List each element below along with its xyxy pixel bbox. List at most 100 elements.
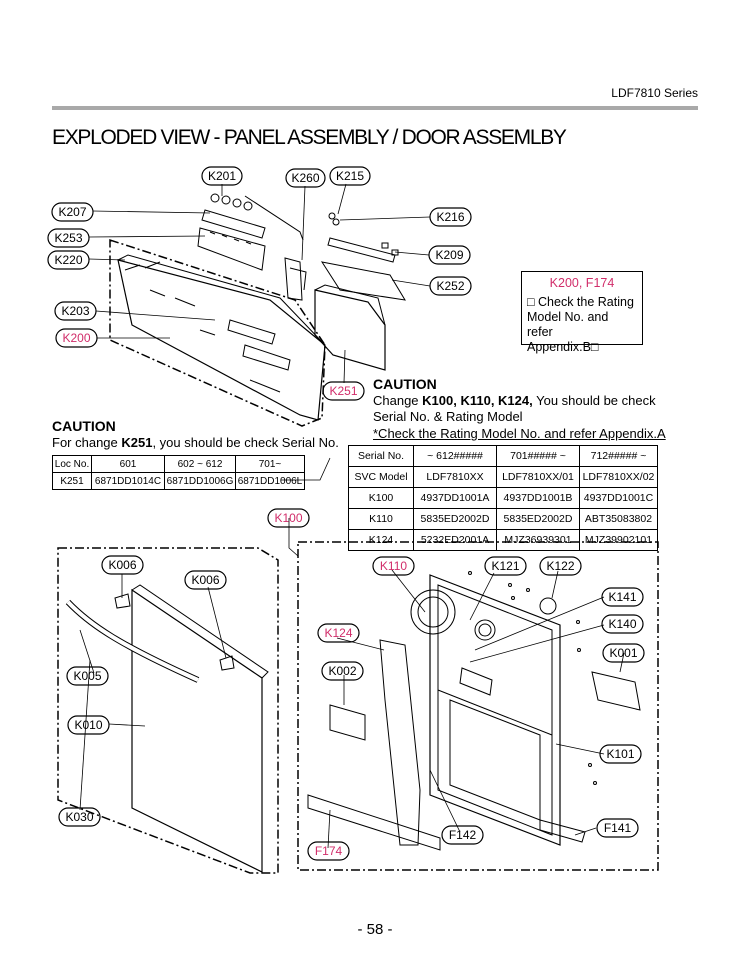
callout-K220: K220 xyxy=(54,253,82,267)
callout-K209: K209 xyxy=(435,248,463,262)
pcb-cover-part xyxy=(314,284,386,371)
callout-K203: K203 xyxy=(61,304,89,318)
callout-K001: K001 xyxy=(609,646,637,660)
callout-K100: K100 xyxy=(274,511,302,525)
button-cluster-part xyxy=(210,193,304,241)
callout-K140: K140 xyxy=(608,617,636,631)
screws xyxy=(468,571,597,785)
caution-right-heading: CAUTION xyxy=(373,376,437,392)
gasket-strip-part xyxy=(379,639,421,846)
callout-K002: K002 xyxy=(328,664,356,678)
table-row: K124 5232ED2001A MJZ36939301 MJZ39902101 xyxy=(348,529,658,551)
callout-K200: K200 xyxy=(62,331,90,345)
table-cell: 5232ED2001A xyxy=(413,529,497,551)
table-cell: SVC Model xyxy=(348,466,414,488)
table-cell: K100 xyxy=(348,487,414,509)
callout-K006-right: K006 xyxy=(191,573,219,587)
table-cell: 6871DD1006G xyxy=(164,472,236,490)
callout-K251: K251 xyxy=(329,384,357,398)
table-header-cell: Loc No. xyxy=(52,455,92,473)
table-header-cell: ~ 612##### xyxy=(413,445,497,467)
bottom-rail-part xyxy=(307,794,586,851)
caution-left-text: For change K251, you should be check Ser… xyxy=(52,435,339,450)
rating-note-box: K200, F174 □ Check the Rating Model No. … xyxy=(521,271,643,354)
caution-right-line3: *Check the Rating Model No. and refer Ap… xyxy=(373,426,666,441)
small-bracket-part xyxy=(329,704,366,741)
callout-K124: K124 xyxy=(324,626,352,640)
callout-K207: K207 xyxy=(58,205,86,219)
table-header-row: Serial No. ~ 612##### 701##### ~ 712####… xyxy=(348,445,658,467)
caution-left-heading: CAUTION xyxy=(52,418,116,434)
callout-F141: F141 xyxy=(604,821,632,835)
pcb-board-part xyxy=(320,212,406,301)
leader-lines xyxy=(79,183,625,849)
callout-K141: K141 xyxy=(608,590,636,604)
table-cell: LDF7810XX/02 xyxy=(579,466,658,488)
caution-right-line2: Serial No. & Rating Model xyxy=(373,409,523,424)
caution-left-text-bold: K251 xyxy=(121,435,153,450)
rating-note-header: K200, F174 xyxy=(549,276,615,290)
callout-K006-left: K006 xyxy=(108,558,136,572)
table-row: K251 6871DD1014C 6871DD1006G 6871DD1006L xyxy=(52,472,305,490)
serial-model-table: Serial No. ~ 612##### 701##### ~ 712####… xyxy=(348,445,658,551)
callout-K110: K110 xyxy=(380,559,407,573)
table-cell: LDF7810XX/01 xyxy=(496,466,580,488)
callout-K252: K252 xyxy=(436,279,464,293)
caution-right-text: Change K100, K110, K124, You should be c… xyxy=(373,393,656,408)
table-row: K100 4937DD1001A 4937DD1001B 4937DD1001C xyxy=(348,487,658,509)
callout-K030: K030 xyxy=(65,810,93,824)
table-cell: K251 xyxy=(52,472,92,490)
control-panel-part xyxy=(117,254,326,421)
table-cell: LDF7810XX xyxy=(413,466,497,488)
table-cell: K110 xyxy=(348,508,414,530)
table-cell: MJZ39902101 xyxy=(579,529,658,551)
table-cell: 5835ED2002D xyxy=(413,508,497,530)
rating-note-line3: Appendix.B□ xyxy=(527,340,599,354)
rating-note-line2: Model No. and refer xyxy=(527,310,609,339)
table-cell: 6871DD1006L xyxy=(235,472,305,490)
detergent-box-part xyxy=(591,671,641,711)
caution-left-text-post: , you should be check Serial No. xyxy=(152,435,339,450)
table-header-row: Loc No. 601 602 ~ 612 701~ xyxy=(52,455,305,473)
callout-K215: K215 xyxy=(336,169,364,183)
table-cell: 4937DD1001A xyxy=(413,487,497,509)
callout-K253: K253 xyxy=(54,231,82,245)
table-cell: K124 xyxy=(348,529,414,551)
callout-K201: K201 xyxy=(208,169,236,183)
page-number: - 58 - xyxy=(357,921,393,938)
dispenser-ring-part xyxy=(410,589,557,641)
table-header-cell: 712##### ~ xyxy=(579,445,658,467)
caution-right-text-post: You should be check xyxy=(532,393,656,408)
table-cell: 6871DD1014C xyxy=(91,472,165,490)
table-row: SVC Model LDF7810XX LDF7810XX/01 LDF7810… xyxy=(348,466,658,488)
table-cell: 4937DD1001C xyxy=(579,487,658,509)
handle-part xyxy=(65,599,200,683)
page-title: EXPLODED VIEW - PANEL ASSEMBLY / DOOR AS… xyxy=(52,126,567,149)
callout-K005: K005 xyxy=(73,669,101,683)
caution-left-text-pre: For change xyxy=(52,435,122,450)
callout-K121: K121 xyxy=(491,559,519,573)
callout-F174: F174 xyxy=(315,844,343,858)
button-strip-part xyxy=(197,209,266,271)
table-cell: ABT35083802 xyxy=(579,508,658,530)
callout-K260: K260 xyxy=(291,171,319,185)
table-header-cell: 701~ xyxy=(235,455,305,473)
callout-K010: K010 xyxy=(74,718,102,732)
callout-K122: K122 xyxy=(546,559,574,573)
table-header-cell: 602 ~ 612 xyxy=(164,455,236,473)
table-cell: 5835ED2002D xyxy=(496,508,580,530)
outer-door-panel xyxy=(131,584,269,873)
rating-note-line1: □ Check the Rating xyxy=(527,295,634,309)
callout-K101: K101 xyxy=(606,747,634,761)
caution-right-text-pre: Change xyxy=(373,393,423,408)
inner-door-part xyxy=(429,574,561,846)
table-header-cell: 601 xyxy=(91,455,165,473)
table-cell: 4937DD1001B xyxy=(496,487,580,509)
bracket-parts xyxy=(114,593,235,671)
table-header-cell: 701##### ~ xyxy=(496,445,580,467)
series-label: LDF7810 Series xyxy=(611,86,698,100)
display-holder-part xyxy=(284,257,307,301)
table-cell: MJZ36939301 xyxy=(496,529,580,551)
callout-K216: K216 xyxy=(436,210,464,224)
